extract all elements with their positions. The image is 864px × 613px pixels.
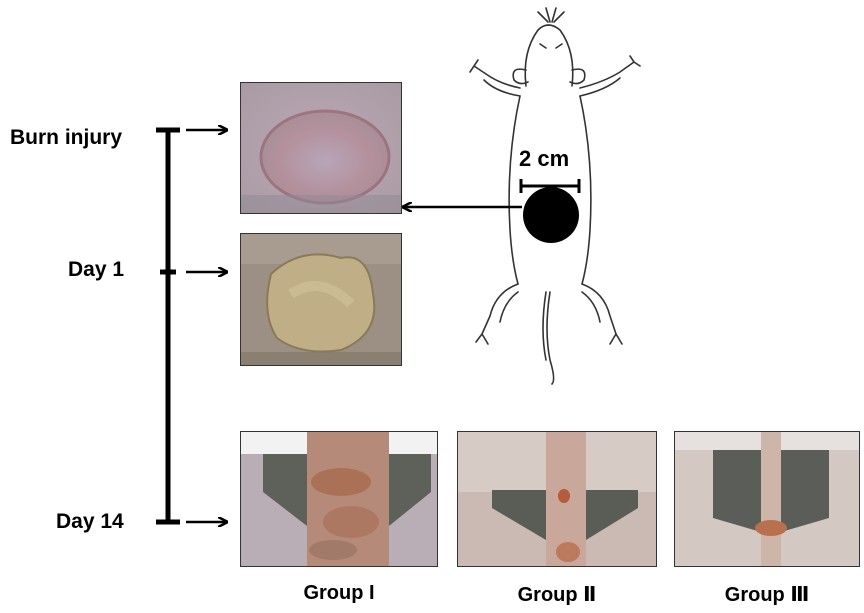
group-1-label: Group I: [239, 582, 439, 605]
day-14-label: Day 14: [56, 510, 124, 534]
day-1-label: Day 1: [68, 258, 124, 282]
burn-site-marker: [523, 187, 579, 243]
group-2-label: Group Ⅱ: [457, 582, 657, 607]
group-3-label: Group Ⅲ: [667, 582, 864, 607]
scale-label: 2 cm: [519, 146, 569, 172]
burn-injury-label: Burn injury: [10, 126, 122, 150]
